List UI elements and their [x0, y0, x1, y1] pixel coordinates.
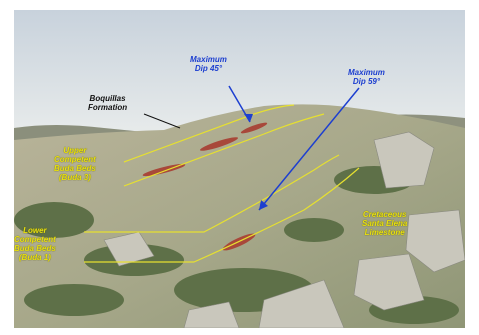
santa-elena-line-2: Santa Elena: [362, 219, 408, 228]
upper-line-3: Buda Beds: [54, 164, 96, 173]
upper-line-2: Competent: [54, 155, 96, 164]
lower-line-1: Lower: [23, 226, 47, 235]
label-max-dip-45: Maximum Dip 45°: [190, 55, 227, 73]
outcrop-photo: [14, 10, 465, 328]
upper-line-4: (Buda 3): [58, 173, 91, 182]
santa-elena-line-3: Limestone: [364, 228, 405, 237]
boquillas-line-1: Boquillas: [89, 94, 126, 103]
leader-lines: [143, 85, 360, 211]
photo-frame: Maximum Dip 45° Maximum Dip 59° Boquilla…: [14, 10, 465, 328]
label-max-dip-59: Maximum Dip 59°: [348, 68, 385, 86]
label-lower-buda-beds: Lower Competent Buda Beds (Buda 1): [14, 226, 56, 262]
boquillas-line-2: Formation: [88, 103, 128, 112]
dip-59-line-1: Maximum: [348, 68, 385, 77]
santa-elena-line-1: Cretaceous: [362, 210, 407, 219]
bed-outlines: [84, 104, 360, 263]
upper-line-1: Upper: [63, 146, 87, 155]
dip-59-line-2: Dip 59°: [352, 77, 381, 86]
label-boquillas-formation: Boquillas Formation: [88, 94, 127, 112]
lower-line-4: (Buda 1): [18, 253, 51, 262]
limestone-blocks: [103, 131, 465, 328]
lower-line-2: Competent: [14, 235, 56, 244]
label-upper-buda-beds: Upper Competent Buda Beds (Buda 3): [54, 146, 96, 182]
dip-45-line-1: Maximum: [190, 55, 227, 64]
label-santa-elena-limestone: Cretaceous Santa Elena Limestone: [362, 210, 407, 237]
dip-45-line-2: Dip 45°: [194, 64, 223, 73]
lower-line-3: Buda Beds: [14, 244, 56, 253]
